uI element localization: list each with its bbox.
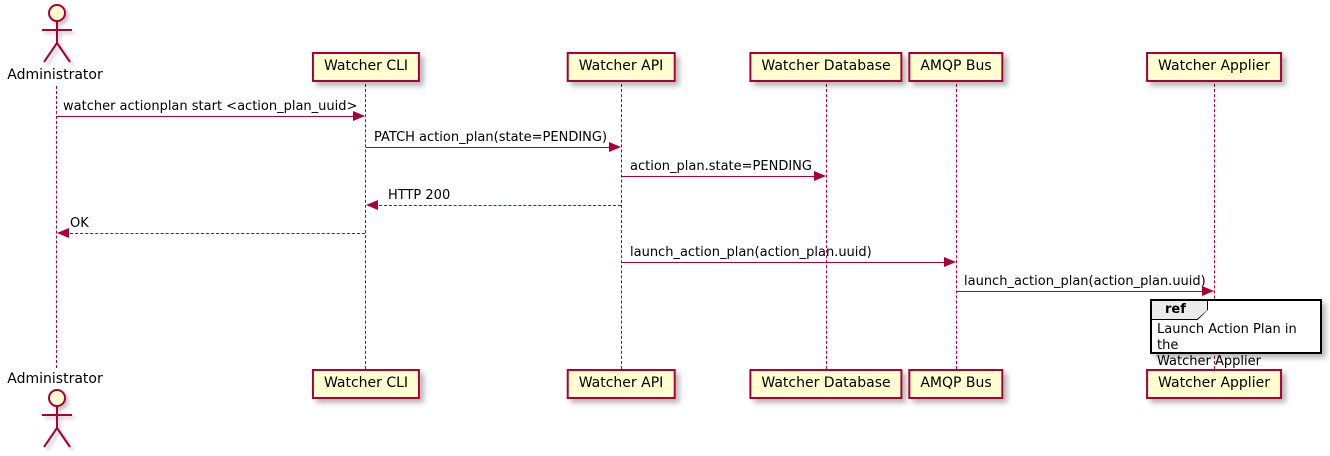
participant-box-amqp-bus-bottom: AMQP Bus <box>908 369 1004 399</box>
actor-stick-figure-top <box>42 4 72 63</box>
message-line <box>622 176 818 177</box>
message-label: launch_action_plan(action_plan.uuid) <box>630 245 872 260</box>
participant-box-watcher-cli-bottom: Watcher CLI <box>311 369 421 399</box>
ref-text: Launch Action Plan in the Watcher Applie… <box>1157 322 1297 369</box>
participant-box-watcher-api-bottom: Watcher API <box>566 369 676 399</box>
message-line <box>374 205 621 206</box>
lifeline-administrator <box>56 86 57 368</box>
lifeline-amqp-bus <box>956 84 957 369</box>
lifeline-watcher-database <box>826 84 827 369</box>
participant-box-watcher-cli-top: Watcher CLI <box>311 52 421 82</box>
ref-keyword: ref <box>1165 302 1186 317</box>
arrowhead-right-icon <box>609 142 621 152</box>
message-label: action_plan.state=PENDING <box>630 159 812 174</box>
participant-box-watcher-api-top: Watcher API <box>566 52 676 82</box>
participant-box-watcher-applier-top: Watcher Applier <box>1146 52 1282 82</box>
lifeline-watcher-applier <box>1214 84 1215 369</box>
message-label: launch_action_plan(action_plan.uuid) <box>964 274 1206 289</box>
message-label: HTTP 200 <box>388 188 451 203</box>
arrowhead-left-icon <box>57 228 69 238</box>
lifeline-watcher-api <box>621 84 622 369</box>
participant-box-amqp-bus-top: AMQP Bus <box>908 52 1004 82</box>
message-label: OK <box>70 216 89 231</box>
lifeline-watcher-cli <box>365 84 366 369</box>
participant-box-watcher-database-bottom: Watcher Database <box>749 369 903 399</box>
actor-stick-figure-bottom <box>42 389 72 448</box>
actor-label-bottom: Administrator <box>7 371 103 387</box>
message-label: PATCH action_plan(state=PENDING) <box>374 130 608 145</box>
message-line <box>957 291 1202 292</box>
ref-fragment: ref Launch Action Plan in the Watcher Ap… <box>1150 299 1322 369</box>
participant-box-watcher-applier-bottom: Watcher Applier <box>1146 369 1282 399</box>
message-line <box>366 147 613 148</box>
participant-box-watcher-database-top: Watcher Database <box>749 52 903 82</box>
arrowhead-left-icon <box>366 200 378 210</box>
message-label: watcher actionplan start <action_plan_uu… <box>63 99 358 114</box>
arrowhead-right-icon <box>1202 286 1214 296</box>
arrowhead-right-icon <box>814 171 826 181</box>
ref-tab-fill <box>1152 301 1207 319</box>
message-line <box>57 116 357 117</box>
message-line <box>65 233 365 234</box>
arrowhead-right-icon <box>353 111 365 121</box>
arrowhead-right-icon <box>944 257 956 267</box>
actor-label-top: Administrator <box>7 67 103 83</box>
message-line <box>622 262 948 263</box>
